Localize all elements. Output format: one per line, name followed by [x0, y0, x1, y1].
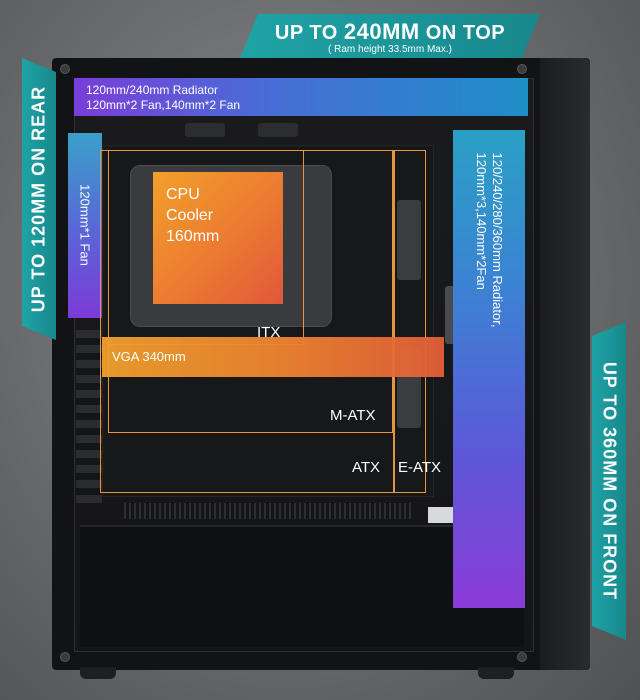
matx-label: M-ATX: [330, 407, 376, 424]
screw-icon: [517, 652, 527, 662]
case-front-panel: [540, 58, 590, 670]
rear-fan-zone: [68, 133, 102, 318]
vga-zone: [102, 337, 444, 377]
front-radiator-zone: [453, 130, 525, 608]
top-banner-note: ( Ram height 33.5mm Max.): [328, 44, 452, 55]
front-banner-text: UP TO 360MM ON FRONT: [599, 361, 620, 601]
shroud-vent: [124, 503, 414, 519]
vga-label: VGA 340mm: [112, 349, 186, 364]
cpu-cooler-zone: [153, 172, 283, 304]
cpu-cooler-label: CPU Cooler 160mm: [166, 184, 219, 247]
front-banner: UP TO 360MM ON FRONT: [592, 322, 626, 640]
top-fan-mount: [185, 123, 225, 137]
cpu-cooler-line1: CPU: [166, 186, 200, 203]
atx-outline: [100, 150, 395, 493]
front-radiator-label: 120/240/280/360mm Radiator, 120mm*3,140m…: [473, 153, 505, 328]
eatx-outline: [393, 150, 426, 493]
atx-label: ATX: [352, 459, 381, 476]
eatx-label: E-ATX: [398, 459, 442, 476]
top-banner-title: UP TO 240MM ON TOP: [240, 19, 540, 45]
top-radiator-fans: 120mm*2 Fan,140mm*2 Fan: [86, 98, 241, 112]
top-banner-size: 240MM: [343, 19, 420, 44]
top-banner: UP TO 240MM ON TOP ( Ram height 33.5mm M…: [240, 14, 540, 58]
cpu-cooler-line2: Cooler: [166, 207, 214, 224]
drive-slot: [397, 200, 421, 280]
rear-banner-text: UP TO 120MM ON REAR: [28, 85, 49, 313]
screw-icon: [60, 652, 70, 662]
case-foot: [80, 667, 116, 679]
rear-banner: UP TO 120MM ON REAR: [22, 58, 56, 340]
psu-shroud: [80, 525, 524, 647]
screw-icon: [517, 64, 527, 74]
front-radiator-fans: 120mm*3,140mm*2Fan: [474, 152, 489, 290]
top-radiator-size: 120mm/240mm Radiator: [86, 83, 219, 97]
top-banner-suffix: ON TOP: [419, 22, 506, 44]
screw-icon: [60, 64, 70, 74]
top-fan-mount: [258, 123, 298, 137]
top-radiator-zone: 120mm/240mm Radiator 120mm*2 Fan,140mm*2…: [74, 78, 528, 116]
front-radiator-size: 120/240/280/360mm Radiator,: [490, 152, 505, 328]
top-banner-prefix: UP TO: [274, 22, 344, 44]
itx-label: ITX: [257, 324, 281, 341]
expansion-slots: [76, 330, 102, 505]
case-foot: [478, 667, 514, 679]
cpu-cooler-height: 160mm: [166, 228, 220, 245]
rear-fan-label: 120mm*1 Fan: [77, 184, 93, 266]
